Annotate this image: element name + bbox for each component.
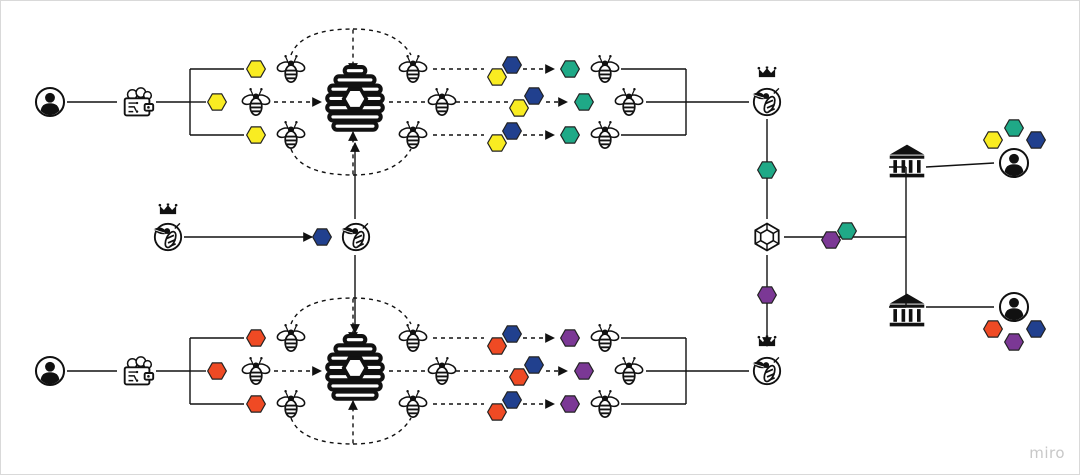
token-hexagon	[509, 99, 529, 117]
token-hexagon	[757, 286, 777, 304]
token-hexagon	[524, 87, 544, 105]
token-hexagon	[1004, 119, 1024, 137]
token-hexagon	[246, 126, 266, 144]
token-hexagon	[821, 231, 841, 249]
crown-icon	[158, 203, 178, 215]
token-hexagon	[1026, 320, 1046, 338]
crown-icon	[757, 66, 777, 78]
token-hexagon	[487, 134, 507, 152]
connector-line	[352, 297, 412, 325]
connector-line	[290, 400, 358, 445]
token-hexagon	[1026, 131, 1046, 149]
worker-bee-icon	[275, 120, 307, 150]
bank-icon	[889, 144, 925, 178]
token-hexagon	[509, 368, 529, 386]
connector-line	[352, 28, 412, 56]
user-icon	[34, 355, 66, 387]
queen-bee-icon	[152, 222, 183, 252]
bank-icon	[889, 293, 925, 327]
token-hexagon	[574, 362, 594, 380]
miro-watermark: miro	[1029, 444, 1065, 462]
worker-bee-icon	[275, 389, 307, 419]
worker-bee-icon	[397, 389, 429, 419]
worker-bee-icon	[589, 120, 621, 150]
token-hexagon	[837, 222, 857, 240]
worker-bee-icon	[275, 323, 307, 353]
token-hexagon	[983, 131, 1003, 149]
user-icon	[998, 147, 1030, 179]
token-hexagon	[207, 93, 227, 111]
worker-bee-icon	[613, 87, 645, 117]
worker-bee-icon	[426, 87, 458, 117]
worker-bee-icon	[589, 54, 621, 84]
blockchain-cube-icon	[754, 222, 780, 252]
crown-icon	[757, 335, 777, 347]
token-hexagon	[207, 362, 227, 380]
token-hexagon	[487, 403, 507, 421]
connector-line	[290, 297, 358, 342]
token-hexagon	[502, 56, 522, 74]
token-hexagon	[560, 126, 580, 144]
connector-line	[352, 148, 412, 176]
worker-bee-icon	[275, 54, 307, 84]
user-icon	[998, 291, 1030, 323]
worker-bee-icon	[613, 356, 645, 386]
token-hexagon	[502, 391, 522, 409]
token-hexagon	[502, 122, 522, 140]
worker-bee-icon	[589, 389, 621, 419]
worker-bee-icon	[397, 323, 429, 353]
hive-icon	[327, 67, 383, 130]
connector-line	[290, 28, 358, 73]
token-hexagon	[502, 325, 522, 343]
connector-line	[352, 417, 412, 445]
token-hexagon	[246, 395, 266, 413]
token-hexagon	[757, 161, 777, 179]
token-hexagon	[487, 68, 507, 86]
token-hexagon	[983, 320, 1003, 338]
wallet-icon	[123, 86, 155, 117]
worker-bee-icon	[240, 356, 272, 386]
token-hexagon	[574, 93, 594, 111]
worker-bee-icon	[240, 87, 272, 117]
token-hexagon	[524, 356, 544, 374]
token-hexagon	[246, 60, 266, 78]
queen-bee-icon	[751, 356, 782, 386]
hive-icon	[327, 336, 383, 399]
token-hexagon	[560, 329, 580, 347]
token-hexagon	[560, 60, 580, 78]
connector-line	[925, 162, 995, 168]
worker-bee-icon	[426, 356, 458, 386]
token-hexagon	[246, 329, 266, 347]
worker-bee-icon	[589, 323, 621, 353]
wallet-icon	[123, 355, 155, 386]
connector-line	[290, 131, 358, 176]
token-hexagon	[1004, 333, 1024, 351]
queen-bee-icon	[751, 87, 782, 117]
worker-bee-icon	[397, 54, 429, 84]
queen-bee-icon	[340, 222, 371, 252]
token-hexagon	[560, 395, 580, 413]
token-hexagon	[312, 228, 332, 246]
worker-bee-icon	[397, 120, 429, 150]
token-hexagon	[487, 337, 507, 355]
user-icon	[34, 86, 66, 118]
